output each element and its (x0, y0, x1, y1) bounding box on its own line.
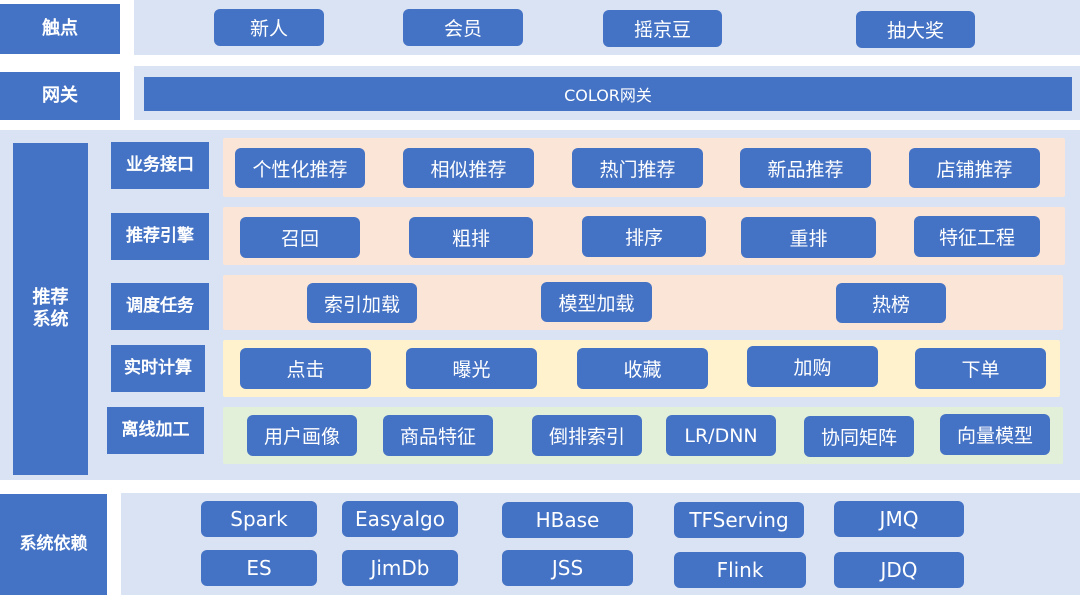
dependency-item[interactable]: JimDb (342, 550, 458, 586)
touchpoint-item[interactable]: 会员 (403, 9, 523, 46)
business-api-item[interactable]: 新品推荐 (740, 148, 871, 188)
realtime-label-text: 实时计算 (124, 357, 192, 378)
dependency-item[interactable]: Easyalgo (342, 501, 458, 537)
rec-engine-item[interactable]: 重排 (741, 217, 876, 258)
gateway-layer-label-text: 网关 (42, 84, 78, 106)
business-api-item[interactable]: 店铺推荐 (909, 148, 1040, 188)
dependency-item[interactable]: TFServing (674, 502, 804, 538)
offline-item[interactable]: 商品特征 (383, 415, 493, 456)
rec-engine-item[interactable]: 特征工程 (914, 216, 1040, 257)
scheduling-label-text: 调度任务 (126, 295, 194, 316)
dependency-item[interactable]: JSS (502, 550, 633, 586)
rec-engine-label-text: 推荐引擎 (126, 225, 194, 246)
dependency-item[interactable]: ES (201, 550, 317, 586)
realtime-item[interactable]: 曝光 (406, 348, 537, 389)
dependency-item[interactable]: JMQ (834, 501, 964, 537)
rec-engine-label: 推荐引擎 (111, 213, 209, 260)
business-api-item[interactable]: 热门推荐 (572, 148, 703, 188)
offline-item[interactable]: 协同矩阵 (804, 416, 914, 457)
business-api-item[interactable]: 个性化推荐 (235, 148, 365, 188)
realtime-item[interactable]: 点击 (240, 348, 371, 389)
touchpoint-layer-label: 触点 (0, 4, 120, 54)
recsys-label-line: 推荐 (32, 286, 69, 308)
scheduling-item[interactable]: 索引加载 (307, 283, 417, 323)
color-gateway-bar[interactable]: COLOR网关 (144, 77, 1072, 111)
offline-item[interactable]: 用户画像 (247, 415, 357, 456)
offline-strip (223, 407, 1063, 464)
rec-engine-item[interactable]: 粗排 (409, 217, 533, 258)
offline-item[interactable]: 倒排索引 (532, 415, 642, 456)
dependency-item[interactable]: HBase (502, 502, 633, 538)
business-api-item[interactable]: 相似推荐 (403, 148, 534, 188)
business-api-label: 业务接口 (111, 142, 209, 189)
realtime-item[interactable]: 收藏 (577, 348, 708, 389)
offline-label: 离线加工 (107, 407, 204, 454)
touchpoint-layer-label-text: 触点 (42, 17, 78, 39)
touchpoint-item[interactable]: 抽大奖 (856, 11, 975, 48)
scheduling-label: 调度任务 (111, 283, 209, 330)
realtime-item[interactable]: 下单 (915, 348, 1046, 389)
dependency-item[interactable]: Spark (201, 501, 317, 537)
scheduling-item[interactable]: 热榜 (836, 283, 946, 323)
dependency-item[interactable]: JDQ (834, 552, 964, 588)
gateway-layer-label: 网关 (0, 72, 120, 120)
realtime-item[interactable]: 加购 (747, 346, 878, 387)
recsys-layer-label: 推荐 系统 (13, 143, 88, 475)
realtime-label: 实时计算 (111, 345, 205, 392)
rec-engine-item[interactable]: 召回 (240, 217, 360, 258)
offline-item[interactable]: 向量模型 (940, 414, 1050, 455)
business-api-label-text: 业务接口 (126, 154, 194, 175)
dependencies-layer-label: 系统依赖 (0, 494, 107, 595)
offline-item[interactable]: LR/DNN (666, 415, 776, 456)
touchpoint-item[interactable]: 摇京豆 (603, 10, 722, 47)
dependency-item[interactable]: Flink (674, 552, 806, 588)
recsys-label-line: 系统 (32, 309, 69, 330)
offline-label-text: 离线加工 (121, 419, 190, 440)
touchpoint-item[interactable]: 新人 (214, 9, 324, 46)
dependencies-layer-label-text: 系统依赖 (19, 533, 88, 554)
scheduling-item[interactable]: 模型加载 (541, 282, 652, 322)
rec-engine-item[interactable]: 排序 (582, 216, 706, 257)
